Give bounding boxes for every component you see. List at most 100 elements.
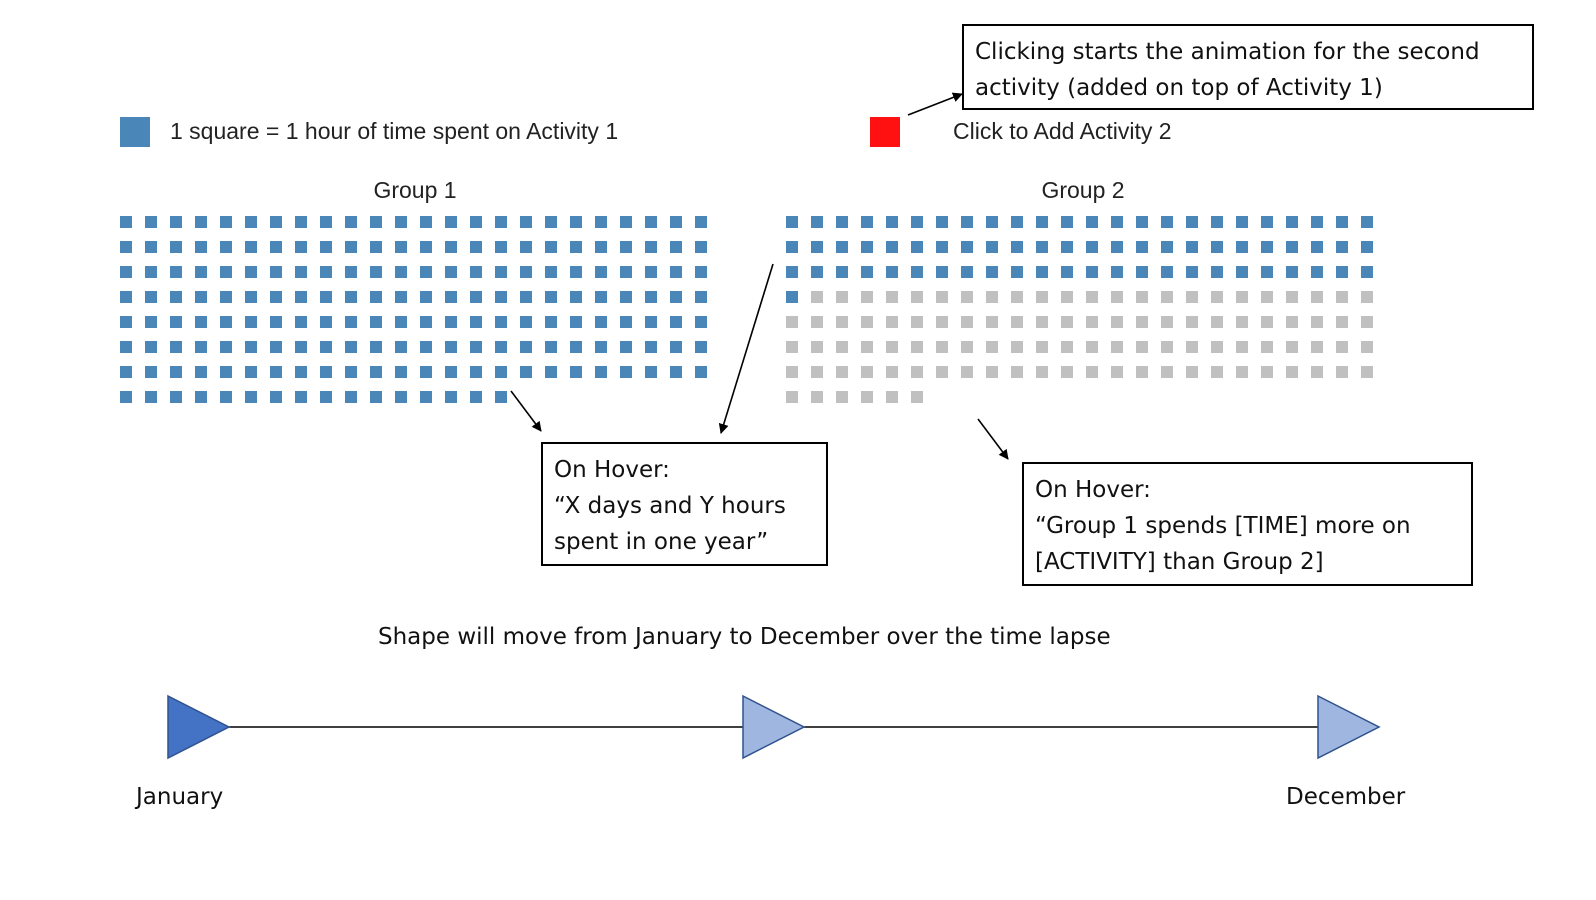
time-square[interactable] [370,366,382,378]
time-square[interactable] [520,266,532,278]
time-square[interactable] [320,241,332,253]
time-square[interactable] [1336,266,1348,278]
time-square[interactable] [395,366,407,378]
time-square[interactable] [1111,366,1123,378]
time-square[interactable] [395,391,407,403]
time-square[interactable] [1061,341,1073,353]
time-square[interactable] [1011,291,1023,303]
time-square[interactable] [395,216,407,228]
time-square[interactable] [786,391,798,403]
time-square[interactable] [595,341,607,353]
time-square[interactable] [145,266,157,278]
time-square[interactable] [170,341,182,353]
time-square[interactable] [1036,291,1048,303]
time-square[interactable] [145,391,157,403]
time-square[interactable] [1361,291,1373,303]
time-square[interactable] [645,241,657,253]
time-square[interactable] [1261,266,1273,278]
time-square[interactable] [1161,241,1173,253]
time-square[interactable] [1086,341,1098,353]
time-square[interactable] [886,391,898,403]
time-square[interactable] [345,366,357,378]
time-square[interactable] [120,366,132,378]
time-square[interactable] [420,366,432,378]
time-square[interactable] [1236,366,1248,378]
time-square[interactable] [936,291,948,303]
time-square[interactable] [270,341,282,353]
time-square[interactable] [1261,216,1273,228]
time-square[interactable] [811,316,823,328]
time-square[interactable] [911,241,923,253]
time-square[interactable] [1261,291,1273,303]
time-square[interactable] [986,241,998,253]
time-square[interactable] [1336,316,1348,328]
time-square[interactable] [245,391,257,403]
time-square[interactable] [961,266,973,278]
time-square[interactable] [1311,266,1323,278]
time-square[interactable] [1086,316,1098,328]
time-square[interactable] [620,241,632,253]
time-square[interactable] [570,341,582,353]
time-square[interactable] [786,241,798,253]
time-square[interactable] [220,291,232,303]
time-square[interactable] [345,341,357,353]
time-square[interactable] [1186,216,1198,228]
time-square[interactable] [861,341,873,353]
time-square[interactable] [1011,316,1023,328]
time-square[interactable] [570,316,582,328]
time-square[interactable] [1111,291,1123,303]
time-square[interactable] [320,216,332,228]
time-square[interactable] [1236,266,1248,278]
time-square[interactable] [1111,241,1123,253]
time-square[interactable] [1211,316,1223,328]
time-square[interactable] [520,316,532,328]
time-square[interactable] [445,391,457,403]
time-square[interactable] [1186,366,1198,378]
time-square[interactable] [886,291,898,303]
time-square[interactable] [120,316,132,328]
time-square[interactable] [886,266,898,278]
time-square[interactable] [695,316,707,328]
time-square[interactable] [345,241,357,253]
time-square[interactable] [986,316,998,328]
time-square[interactable] [986,216,998,228]
time-square[interactable] [886,341,898,353]
time-square[interactable] [811,341,823,353]
time-square[interactable] [145,316,157,328]
time-square[interactable] [911,366,923,378]
time-square[interactable] [245,216,257,228]
time-square[interactable] [595,291,607,303]
time-square[interactable] [1311,341,1323,353]
time-square[interactable] [936,216,948,228]
time-square[interactable] [270,316,282,328]
time-square[interactable] [470,316,482,328]
time-square[interactable] [170,366,182,378]
time-square[interactable] [1011,216,1023,228]
time-square[interactable] [861,391,873,403]
time-square[interactable] [570,366,582,378]
time-square[interactable] [295,316,307,328]
time-square[interactable] [320,316,332,328]
time-square[interactable] [1011,366,1023,378]
time-square[interactable] [195,291,207,303]
time-square[interactable] [1061,241,1073,253]
time-square[interactable] [861,266,873,278]
time-square[interactable] [620,216,632,228]
time-square[interactable] [695,341,707,353]
time-square[interactable] [620,316,632,328]
time-square[interactable] [786,341,798,353]
time-square[interactable] [395,266,407,278]
time-square[interactable] [545,316,557,328]
time-square[interactable] [811,216,823,228]
time-square[interactable] [961,341,973,353]
time-square[interactable] [645,291,657,303]
time-square[interactable] [295,291,307,303]
time-square[interactable] [811,391,823,403]
time-square[interactable] [786,316,798,328]
time-square[interactable] [320,366,332,378]
time-square[interactable] [570,266,582,278]
time-square[interactable] [270,366,282,378]
time-square[interactable] [320,291,332,303]
time-square[interactable] [1286,216,1298,228]
time-square[interactable] [811,241,823,253]
